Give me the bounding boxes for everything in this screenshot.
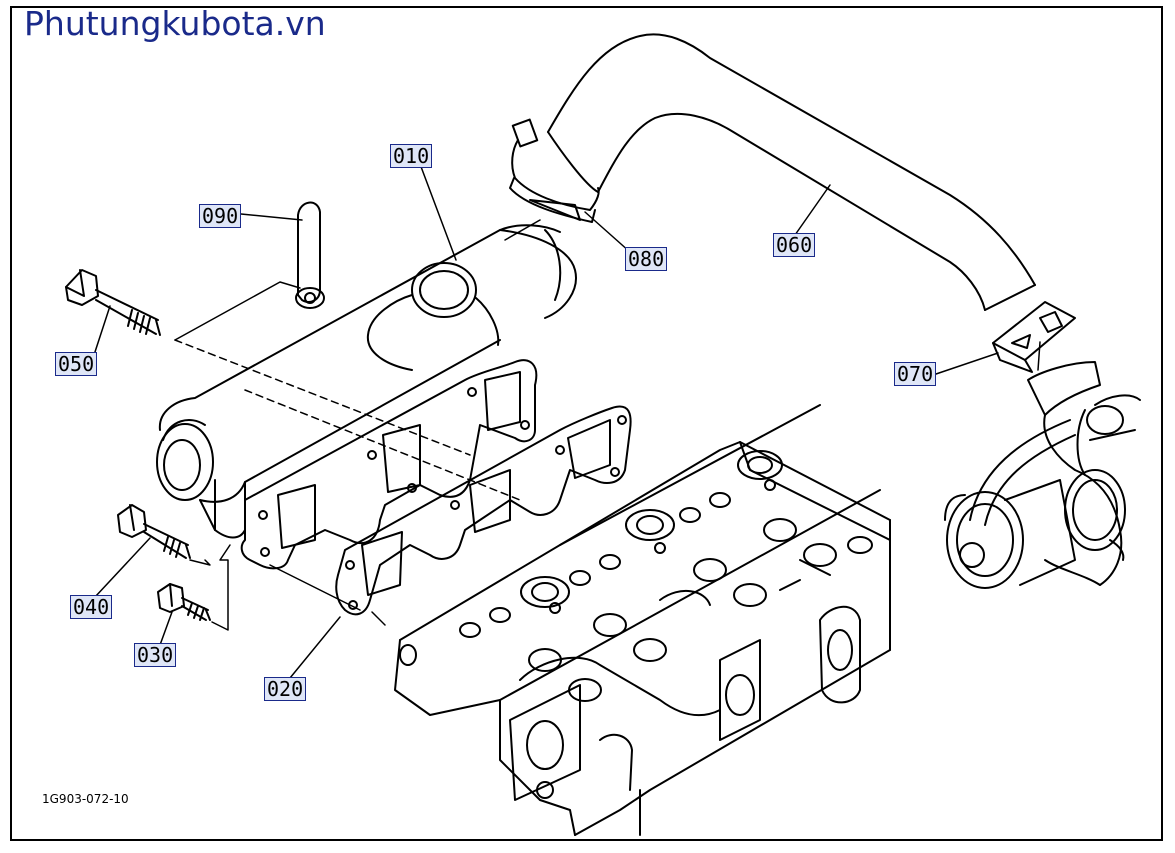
cylinder-head — [394, 404, 891, 836]
gasket-020 — [335, 405, 632, 616]
callout-050[interactable]: 050 — [55, 352, 98, 376]
hose-060 — [547, 33, 1036, 311]
callout-090[interactable]: 090 — [199, 204, 242, 228]
callout-040[interactable]: 040 — [70, 595, 113, 619]
leader-lines — [93, 163, 999, 679]
callout-010[interactable]: 010 — [390, 144, 433, 168]
assembly-lines — [174, 219, 1041, 631]
manifold-010 — [156, 224, 577, 570]
callout-070[interactable]: 070 — [894, 362, 937, 386]
clamp-070 — [992, 301, 1076, 373]
bolt-040 — [117, 504, 191, 559]
clamp-080 — [509, 118, 600, 223]
callout-020[interactable]: 020 — [264, 677, 307, 701]
diagram-code: 1G903-072-10 — [42, 792, 129, 806]
callout-030[interactable]: 030 — [134, 643, 177, 667]
water-pump — [944, 361, 1141, 589]
brand-watermark: Phutungkubota.vn — [24, 4, 326, 43]
callout-080[interactable]: 080 — [625, 247, 668, 271]
callout-060[interactable]: 060 — [773, 233, 816, 257]
bolt-030 — [157, 583, 211, 621]
bolt-050 — [65, 269, 161, 336]
strap-090 — [295, 201, 325, 309]
